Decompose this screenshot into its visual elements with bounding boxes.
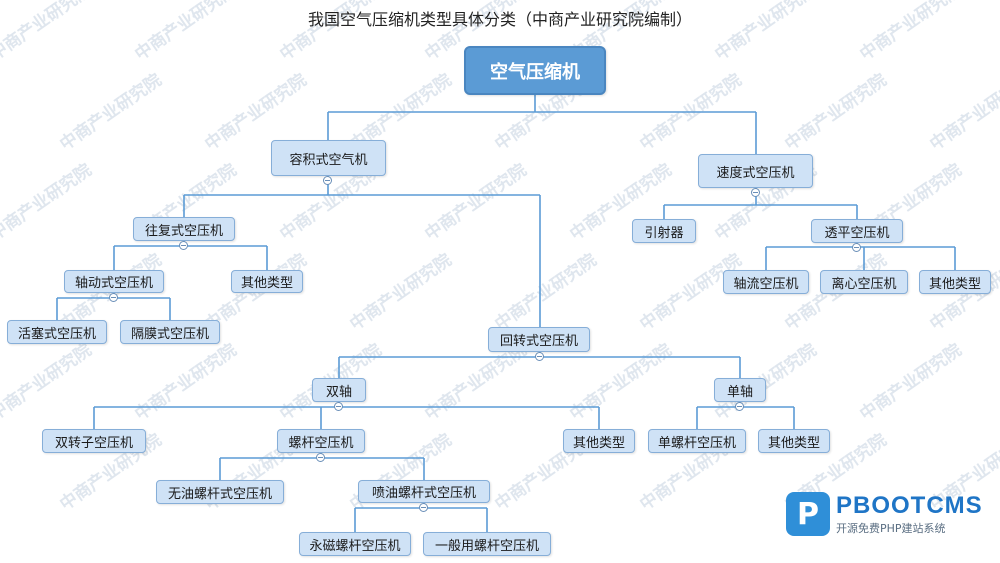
collapse-icon[interactable] bbox=[316, 453, 325, 462]
collapse-icon[interactable] bbox=[735, 402, 744, 411]
node-screw: 螺杆空压机 bbox=[277, 429, 365, 453]
connector-shuangzhou bbox=[93, 402, 600, 429]
collapse-icon[interactable] bbox=[751, 188, 760, 197]
collapse-icon[interactable] bbox=[179, 241, 188, 250]
node-piston: 活塞式空压机 bbox=[7, 320, 107, 344]
connector-sudu bbox=[663, 188, 858, 219]
connector-wangfu bbox=[113, 241, 268, 270]
pbootcms-logo: P PBOOTCMS 开源免费PHP建站系统 bbox=[786, 492, 982, 538]
node-other-1: 其他类型 bbox=[231, 270, 303, 293]
diagram-title: 我国空气压缩机类型具体分类（中商产业研究院编制） bbox=[307, 10, 692, 29]
logo-tagline: 开源免费PHP建站系统 bbox=[836, 522, 946, 535]
connector-rongji bbox=[183, 176, 541, 327]
node-positive-displacement: 容积式空气机 bbox=[271, 140, 386, 176]
collapse-icon[interactable] bbox=[109, 293, 118, 302]
node-dynamic: 速度式空压机 bbox=[698, 154, 813, 188]
collapse-icon[interactable] bbox=[535, 352, 544, 361]
connector-root bbox=[327, 95, 757, 154]
node-reciprocating: 往复式空压机 bbox=[133, 217, 235, 241]
node-single-shaft: 单轴 bbox=[714, 378, 766, 402]
node-centrifugal: 离心空压机 bbox=[820, 270, 908, 294]
collapse-icon[interactable] bbox=[852, 243, 861, 252]
node-diaphragm: 隔膜式空压机 bbox=[120, 320, 220, 344]
node-single-screw: 单螺杆空压机 bbox=[648, 429, 746, 453]
connector-danzhou bbox=[696, 402, 795, 429]
node-air-compressor: 空气压缩机 bbox=[464, 46, 606, 95]
node-general-screw: 一般用螺杆空压机 bbox=[423, 532, 551, 556]
node-ejector: 引射器 bbox=[632, 219, 696, 243]
collapse-icon[interactable] bbox=[323, 176, 332, 185]
node-rotary: 回转式空压机 bbox=[488, 327, 590, 352]
node-oil-free-screw: 无油螺杆式空压机 bbox=[156, 480, 284, 504]
collapse-icon[interactable] bbox=[419, 503, 428, 512]
node-oil-injected-screw: 喷油螺杆式空压机 bbox=[358, 480, 490, 503]
node-other-3: 其他类型 bbox=[563, 429, 635, 453]
node-axial-flow: 轴流空压机 bbox=[723, 270, 809, 294]
node-other-2: 其他类型 bbox=[919, 270, 991, 294]
node-shaft-driven: 轴动式空压机 bbox=[64, 270, 164, 293]
logo-name: PBOOTCMS bbox=[836, 492, 983, 519]
node-other-4: 其他类型 bbox=[758, 429, 830, 453]
node-turbo: 透平空压机 bbox=[811, 219, 903, 243]
logo-icon: P bbox=[786, 492, 830, 536]
collapse-icon[interactable] bbox=[334, 402, 343, 411]
node-twin-shaft: 双轴 bbox=[312, 378, 366, 402]
node-twin-rotor: 双转子空压机 bbox=[42, 429, 146, 453]
node-permanent-magnet-screw: 永磁螺杆空压机 bbox=[299, 532, 411, 556]
